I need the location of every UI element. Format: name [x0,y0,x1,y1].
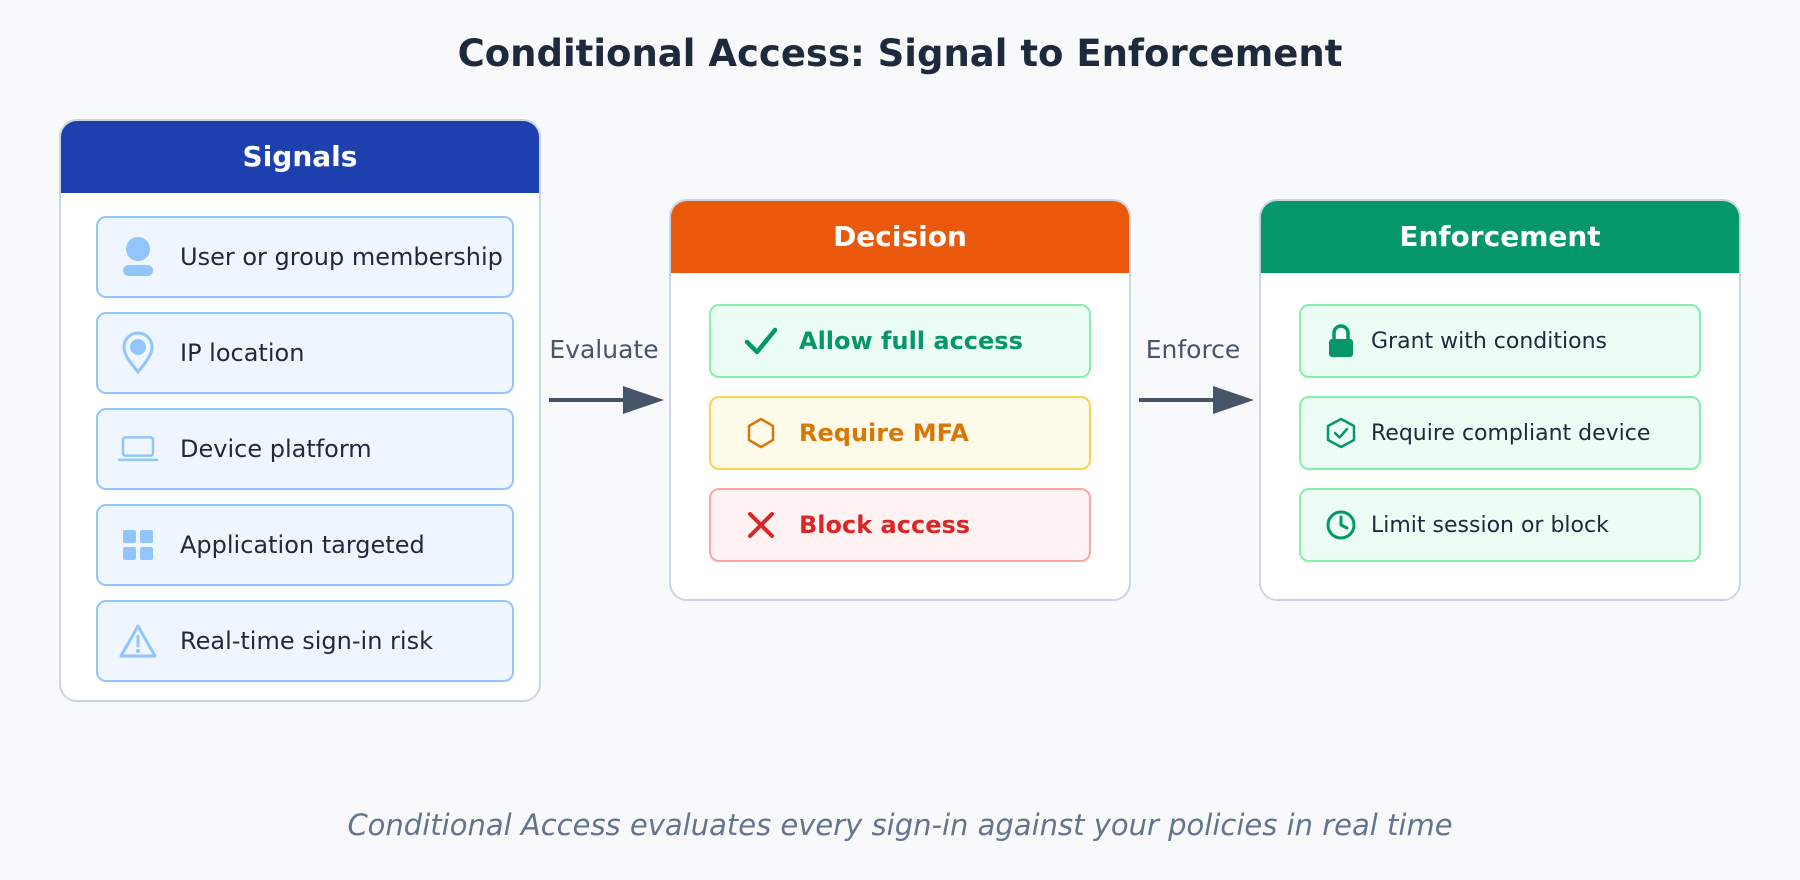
enforcement-panel: Enforcement Grant with conditions Requir… [1259,199,1741,601]
signal-label: Device platform [180,435,372,463]
decision-allow: Allow full access [709,304,1091,378]
shield-check-icon [1321,413,1361,453]
footer-caption: Conditional Access evaluates every sign-… [347,808,1453,842]
signals-header: Signals [61,121,539,193]
signal-user-group: User or group membership [96,216,514,298]
x-icon [741,505,781,545]
signal-label: User or group membership [180,243,503,271]
signals-panel: Signals User or group membership IP loca… [59,119,541,702]
decision-header: Decision [671,201,1129,273]
signal-label: Application targeted [180,531,425,559]
laptop-icon [118,429,158,469]
diagram-title: Conditional Access: Signal to Enforcemen… [457,32,1343,75]
decision-require-mfa: Require MFA [709,396,1091,470]
enforcement-compliant-device: Require compliant device [1299,396,1701,470]
decision-label: Require MFA [799,419,969,447]
decision-label: Block access [799,511,971,539]
signal-label: IP location [180,339,305,367]
enforcement-label: Limit session or block [1371,512,1609,538]
decision-panel: Decision Allow full access Require MFA B… [669,199,1131,601]
enforce-arrow [1139,386,1254,414]
enforce-label: Enforce [1145,335,1241,364]
apps-grid-icon [118,525,158,565]
signal-label: Real-time sign-in risk [180,627,433,655]
signal-sign-in-risk: Real-time sign-in risk [96,600,514,682]
warning-icon [118,621,158,661]
enforcement-label: Grant with conditions [1371,328,1607,354]
decision-block: Block access [709,488,1091,562]
hexagon-icon [741,413,781,453]
location-pin-icon [118,331,158,375]
decision-label: Allow full access [799,327,1023,355]
checkmark-icon [741,321,781,361]
enforcement-header: Enforcement [1261,201,1739,273]
enforcement-label: Require compliant device [1371,420,1651,446]
user-icon [118,237,158,277]
signal-device-platform: Device platform [96,408,514,490]
enforcement-grant: Grant with conditions [1299,304,1701,378]
lock-icon [1321,321,1361,361]
enforcement-limit-session: Limit session or block [1299,488,1701,562]
evaluate-label: Evaluate [549,335,659,364]
clock-icon [1321,505,1361,545]
signal-application: Application targeted [96,504,514,586]
signal-ip-location: IP location [96,312,514,394]
evaluate-arrow [549,386,664,414]
